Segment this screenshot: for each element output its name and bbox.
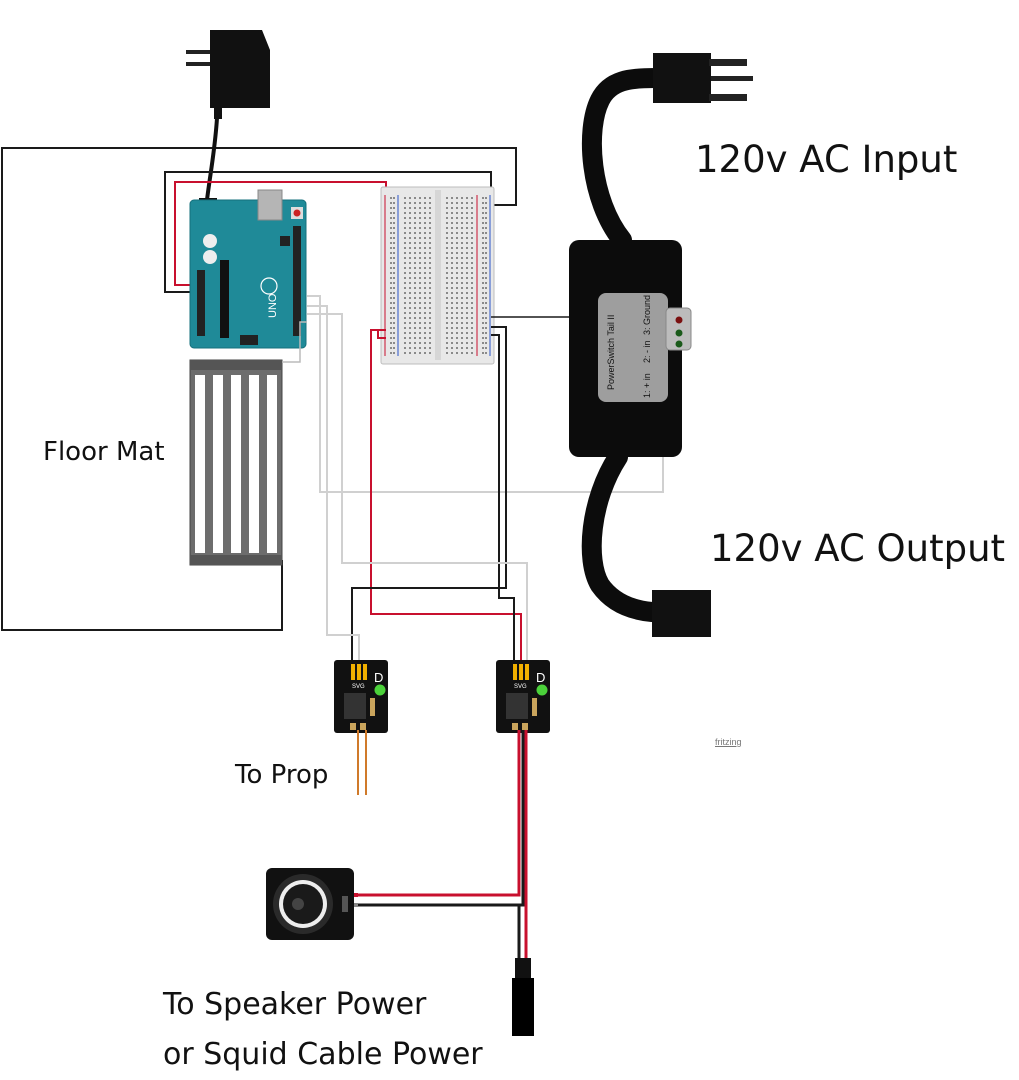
breadboard [380, 186, 495, 365]
speaker-power-label-line2: or Squid Cable Power [163, 1037, 483, 1072]
floor-mat [189, 359, 283, 566]
ac-output-label: 120v AC Output [710, 527, 1006, 570]
floor-mat-signal-wire [282, 321, 307, 363]
fritzing-watermark: fritzing [715, 737, 742, 747]
wire-speaker-red [358, 730, 521, 897]
powerswitch-tail: PowerSwitch Tail II 1: + in 2: - in 3: G… [569, 240, 692, 457]
wire-speaker-black [358, 730, 525, 907]
floor-mat-loop-wire [1, 147, 517, 631]
relay-1-badge: D [374, 670, 383, 685]
wire-relay1-power-red [370, 329, 522, 660]
relay-2-pin-label: SVG [514, 684, 527, 690]
speaker-power-label-line1: To Speaker Power [163, 987, 427, 1022]
arduino-board-name: UNO [267, 293, 279, 318]
relay-board-2: SVG D [496, 660, 550, 733]
wire-relay-ground-black [351, 326, 507, 660]
wire-relay2-ground-black [491, 334, 515, 660]
arduino-board: UNO [189, 189, 307, 349]
ac-input-cord [581, 53, 753, 250]
powerswitch-pin-2: 2: - in [642, 340, 652, 363]
wire-gnd-black [164, 171, 492, 293]
speaker [266, 868, 358, 940]
relay-board-1: SVG D [334, 660, 388, 795]
ac-input-label: 120v AC Input [695, 138, 958, 181]
dc-barrel-jack [512, 958, 534, 1036]
wall-adapter [186, 30, 270, 222]
wire-relay2-power-red [377, 330, 386, 339]
powerswitch-pin-1: 1: + in [642, 373, 652, 398]
breadboard-holes [390, 197, 487, 354]
to-prop-label: To Prop [235, 760, 329, 790]
powerswitch-title: PowerSwitch Tail II [606, 315, 616, 390]
wire-relay2-signal-white [307, 313, 528, 660]
relay-1-pin-label: SVG [352, 684, 365, 690]
relay-2-badge: D [536, 670, 545, 685]
floor-mat-label: Floor Mat [43, 437, 165, 467]
ac-output-cord [581, 447, 711, 637]
wire-relay1-signal-white [307, 305, 360, 660]
powerswitch-pin-3: 3: Ground [642, 295, 652, 335]
